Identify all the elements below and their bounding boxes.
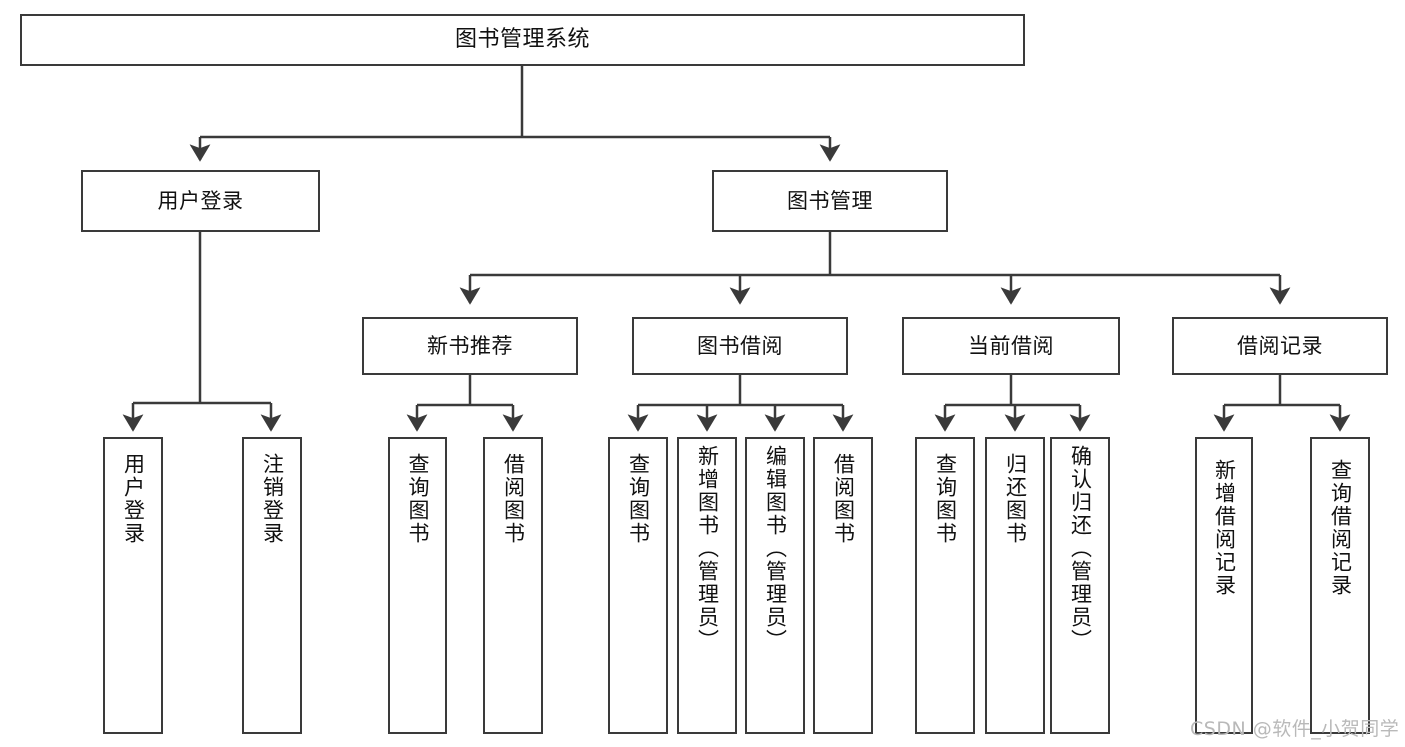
node-leaf-add-book[interactable]: 新增图书（管理员） xyxy=(677,437,737,734)
node-current-borrow[interactable]: 当前借阅 xyxy=(902,317,1120,375)
node-leaf-borrow-book-2[interactable]: 借阅图书 xyxy=(813,437,873,734)
node-leaf-query-book-3-label: 查询图书 xyxy=(933,453,958,545)
node-leaf-add-record-label: 新增借阅记录 xyxy=(1212,459,1237,597)
node-new-book-rec[interactable]: 新书推荐 xyxy=(362,317,578,375)
node-leaf-add-record[interactable]: 新增借阅记录 xyxy=(1195,437,1253,734)
node-leaf-query-book-3[interactable]: 查询图书 xyxy=(915,437,975,734)
node-leaf-query-record-label: 查询借阅记录 xyxy=(1328,459,1353,597)
node-root[interactable]: 图书管理系统 xyxy=(20,14,1025,66)
node-leaf-query-book-1[interactable]: 查询图书 xyxy=(388,437,447,734)
node-user-login[interactable]: 用户登录 xyxy=(81,170,320,232)
node-leaf-return-book-label: 归还图书 xyxy=(1003,453,1028,545)
node-book-manage[interactable]: 图书管理 xyxy=(712,170,948,232)
node-book-borrow[interactable]: 图书借阅 xyxy=(632,317,848,375)
node-leaf-query-book-1-label: 查询图书 xyxy=(406,453,430,545)
node-leaf-user-logout-label: 注销登录 xyxy=(260,453,285,545)
node-leaf-query-book-2[interactable]: 查询图书 xyxy=(608,437,668,734)
node-leaf-confirm-return-label: 确认归还（管理员） xyxy=(1068,445,1093,652)
node-borrow-record-label: 借阅记录 xyxy=(1237,333,1323,358)
node-leaf-borrow-book-2-label: 借阅图书 xyxy=(831,453,856,545)
node-leaf-user-login[interactable]: 用户登录 xyxy=(103,437,163,734)
node-user-login-label: 用户登录 xyxy=(157,188,244,213)
node-leaf-return-book[interactable]: 归还图书 xyxy=(985,437,1045,734)
node-leaf-user-logout[interactable]: 注销登录 xyxy=(242,437,302,734)
node-leaf-query-record[interactable]: 查询借阅记录 xyxy=(1310,437,1370,734)
node-current-borrow-label: 当前借阅 xyxy=(968,333,1054,358)
node-leaf-borrow-book-1[interactable]: 借阅图书 xyxy=(483,437,543,734)
node-leaf-user-login-label: 用户登录 xyxy=(121,453,146,545)
node-root-label: 图书管理系统 xyxy=(454,27,590,53)
node-book-borrow-label: 图书借阅 xyxy=(697,333,783,358)
node-leaf-add-book-label: 新增图书（管理员） xyxy=(695,445,720,652)
node-leaf-edit-book[interactable]: 编辑图书（管理员） xyxy=(745,437,805,734)
node-book-manage-label: 图书管理 xyxy=(787,188,873,213)
node-leaf-query-book-2-label: 查询图书 xyxy=(626,453,651,545)
node-leaf-borrow-book-1-label: 借阅图书 xyxy=(501,453,526,545)
node-new-book-rec-label: 新书推荐 xyxy=(427,333,513,358)
node-leaf-edit-book-label: 编辑图书（管理员） xyxy=(763,445,788,652)
watermark-text: CSDN @软件_小贺同学 xyxy=(1190,718,1400,740)
node-borrow-record[interactable]: 借阅记录 xyxy=(1172,317,1388,375)
node-leaf-confirm-return[interactable]: 确认归还（管理员） xyxy=(1050,437,1110,734)
